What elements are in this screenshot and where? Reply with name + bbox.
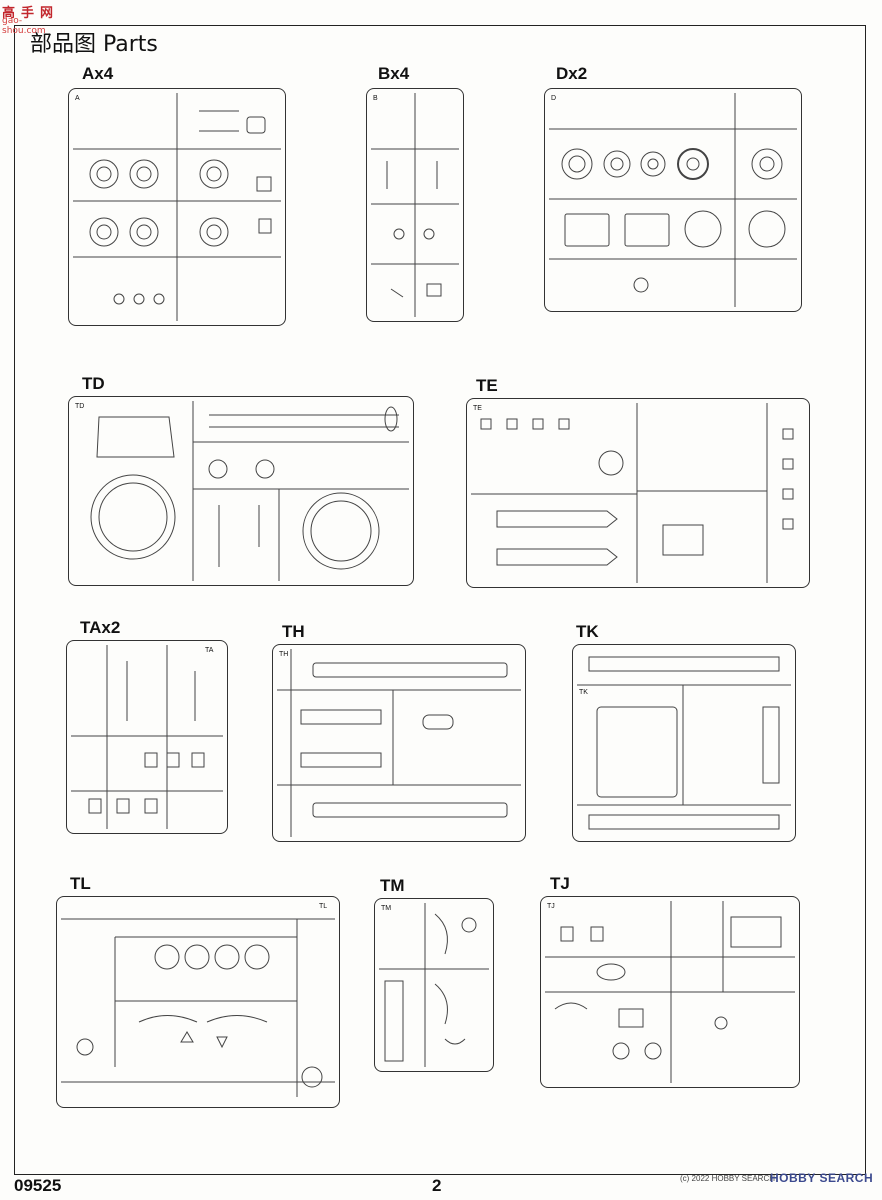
hobby-search-logo: HOBBY SEARCH (770, 1171, 874, 1185)
sprue-tm: TM (374, 898, 494, 1072)
watermark-char-1: 高 (2, 6, 16, 21)
sprue-tk-drawing (577, 656, 791, 830)
sprue-d: D (544, 88, 802, 312)
sprue-te: TE (466, 398, 810, 588)
sprue-tk: TK (572, 644, 796, 842)
sprue-tl-tag: TL (319, 903, 328, 910)
sprue-label-tj: TJ (550, 874, 570, 893)
sprue-tj: TJ (540, 896, 800, 1088)
sprue-b: B (366, 88, 464, 322)
watermark-url: gao-shou.com (2, 16, 46, 36)
sprue-te-drawing (471, 403, 794, 583)
sprue-td-drawing (90, 401, 409, 581)
page-title: 部品图 Parts (30, 32, 158, 57)
sprue-d-drawing (549, 93, 797, 307)
sprue-th: TH (272, 644, 526, 842)
page-number: 2 (432, 1176, 442, 1195)
sprue-tl-drawing (61, 918, 335, 1097)
sprue-tm-drawing (379, 903, 489, 1067)
watermark-char-2: 手 (21, 6, 35, 21)
sprue-tj-tag: TJ (547, 903, 555, 910)
sprue-a-tag: A (75, 95, 80, 102)
sprue-label-th: TH (282, 622, 305, 641)
copyright-text: (c) 2022 HOBBY SEARCH (680, 1174, 775, 1183)
sprue-label-ta: TAx2 (80, 618, 121, 637)
sprue-a-drawing (73, 93, 281, 321)
watermark-char-3: 网 (40, 6, 54, 21)
sprue-d-tag: D (551, 95, 557, 102)
sprue-td: TD (68, 396, 414, 586)
sprue-label-te: TE (476, 376, 498, 395)
sprue-td-tag: TD (75, 403, 85, 410)
page-frame (14, 25, 866, 1175)
sprue-th-drawing (277, 649, 521, 837)
sprue-label-tm: TM (380, 876, 405, 895)
sprue-label-a: Ax4 (82, 64, 114, 83)
product-code: 09525 (14, 1176, 62, 1195)
sprue-ta-tag: TA (205, 647, 214, 654)
sprue-a: A (68, 88, 286, 326)
sprue-label-d: Dx2 (556, 64, 588, 83)
sprue-ta: TA (66, 640, 228, 834)
sprue-tm-tag: TM (381, 905, 392, 912)
sprue-tk-tag: TK (579, 689, 588, 696)
sprue-ta-drawing (71, 645, 223, 829)
sprue-tl: TL (56, 896, 340, 1108)
site-watermark: 高 手 网 gao-shou.com (2, 2, 54, 36)
sprue-label-tl: TL (70, 874, 91, 893)
sprue-te-tag: TE (473, 405, 482, 412)
sprue-label-td: TD (82, 374, 105, 393)
sprue-b-tag: B (373, 95, 378, 102)
sprue-b-drawing (371, 93, 459, 317)
sprue-label-b: Bx4 (378, 64, 410, 83)
sprue-th-tag: TH (279, 651, 289, 658)
sprue-tj-drawing (545, 901, 795, 1083)
sprue-label-tk: TK (576, 622, 599, 641)
